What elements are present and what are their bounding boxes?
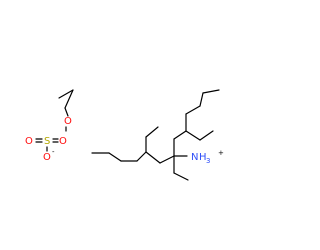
sulfur-label: S <box>44 136 50 147</box>
bond-right-chain-2 <box>185 105 201 115</box>
bond-right-chain-4 <box>202 89 220 94</box>
bond-right-ch2-to-ch <box>173 130 187 140</box>
bond-right-chain-3 <box>199 92 204 107</box>
bond-ethyl-ch2 <box>64 89 74 109</box>
bond-right-ch-ethyl-b <box>199 130 214 141</box>
anion-charge: - <box>52 148 55 156</box>
bond-left-ch-to-ch2 <box>145 151 161 164</box>
ester-oxygen-label: O <box>64 116 72 127</box>
ammonium-cation: N H 3 + <box>91 89 224 181</box>
ammonium-h-count: 3 <box>206 157 210 165</box>
structure-diagram: O S O O O - <box>25 89 224 181</box>
ammonium-h-label: H <box>199 152 207 163</box>
bond-right-ch-ethyl-a <box>185 130 201 141</box>
bond-left-chain-2 <box>108 152 122 162</box>
bond-cq-ethyl-b <box>173 172 189 181</box>
ethyl-sulfate-anion: O S O O O - <box>25 89 74 163</box>
oxygen-double-left-label: O <box>25 136 33 147</box>
ammonium-n-label: N <box>191 152 198 163</box>
bond-left-chain-4 <box>136 151 147 162</box>
bond-ch2-to-cq <box>159 155 175 164</box>
bond-ethyl-ch3 <box>58 89 74 99</box>
bond-left-ethyl-b <box>145 126 159 138</box>
bond-o-ch2 <box>64 107 69 117</box>
ammonium-charge: + <box>218 149 224 157</box>
oxygen-anion-label: O <box>43 152 51 163</box>
oxygen-double-right-label: O <box>59 136 67 147</box>
